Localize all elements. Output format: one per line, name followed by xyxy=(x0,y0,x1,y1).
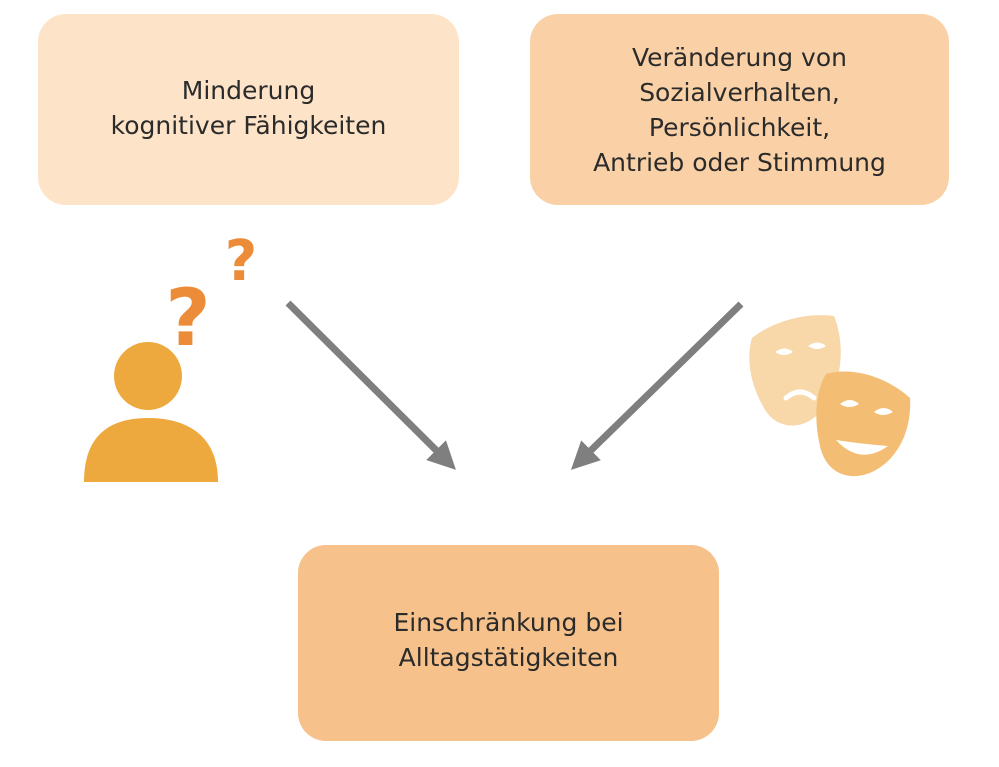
box-daily-activities: Einschränkung bei Alltagstätigkeiten xyxy=(298,545,719,741)
happy-mask-icon xyxy=(816,371,911,477)
box-daily-activities-line-2: Alltagstätigkeiten xyxy=(398,643,619,672)
box-behavior-change: Veränderung von Sozialverhalten, Persönl… xyxy=(530,14,949,205)
box-behavior-change-line-2: Sozialverhalten, xyxy=(639,77,840,107)
box-daily-activities-line-1: Einschränkung bei xyxy=(393,608,624,637)
box-behavior-change-line-4: Antrieb oder Stimmung xyxy=(593,147,886,177)
box-cognitive-decline-line-1: Minderung xyxy=(181,75,316,105)
box-behavior-change-line-1: Veränderung von xyxy=(632,42,847,72)
box-cognitive-decline-line-2: kognitiver Fähigkeiten xyxy=(110,110,387,140)
arrow-left-to-bottom xyxy=(285,300,456,470)
question-mark-icon: ? xyxy=(165,274,210,364)
box-behavior-change-line-3: Persönlichkeit, xyxy=(648,112,831,142)
arrow-right-to-bottom xyxy=(570,301,744,470)
person-icon xyxy=(84,342,218,482)
box-cognitive-decline: Minderung kognitiver Fähigkeiten xyxy=(38,14,459,205)
theater-masks-icon xyxy=(749,315,911,477)
question-mark-icon: ? xyxy=(225,229,257,294)
